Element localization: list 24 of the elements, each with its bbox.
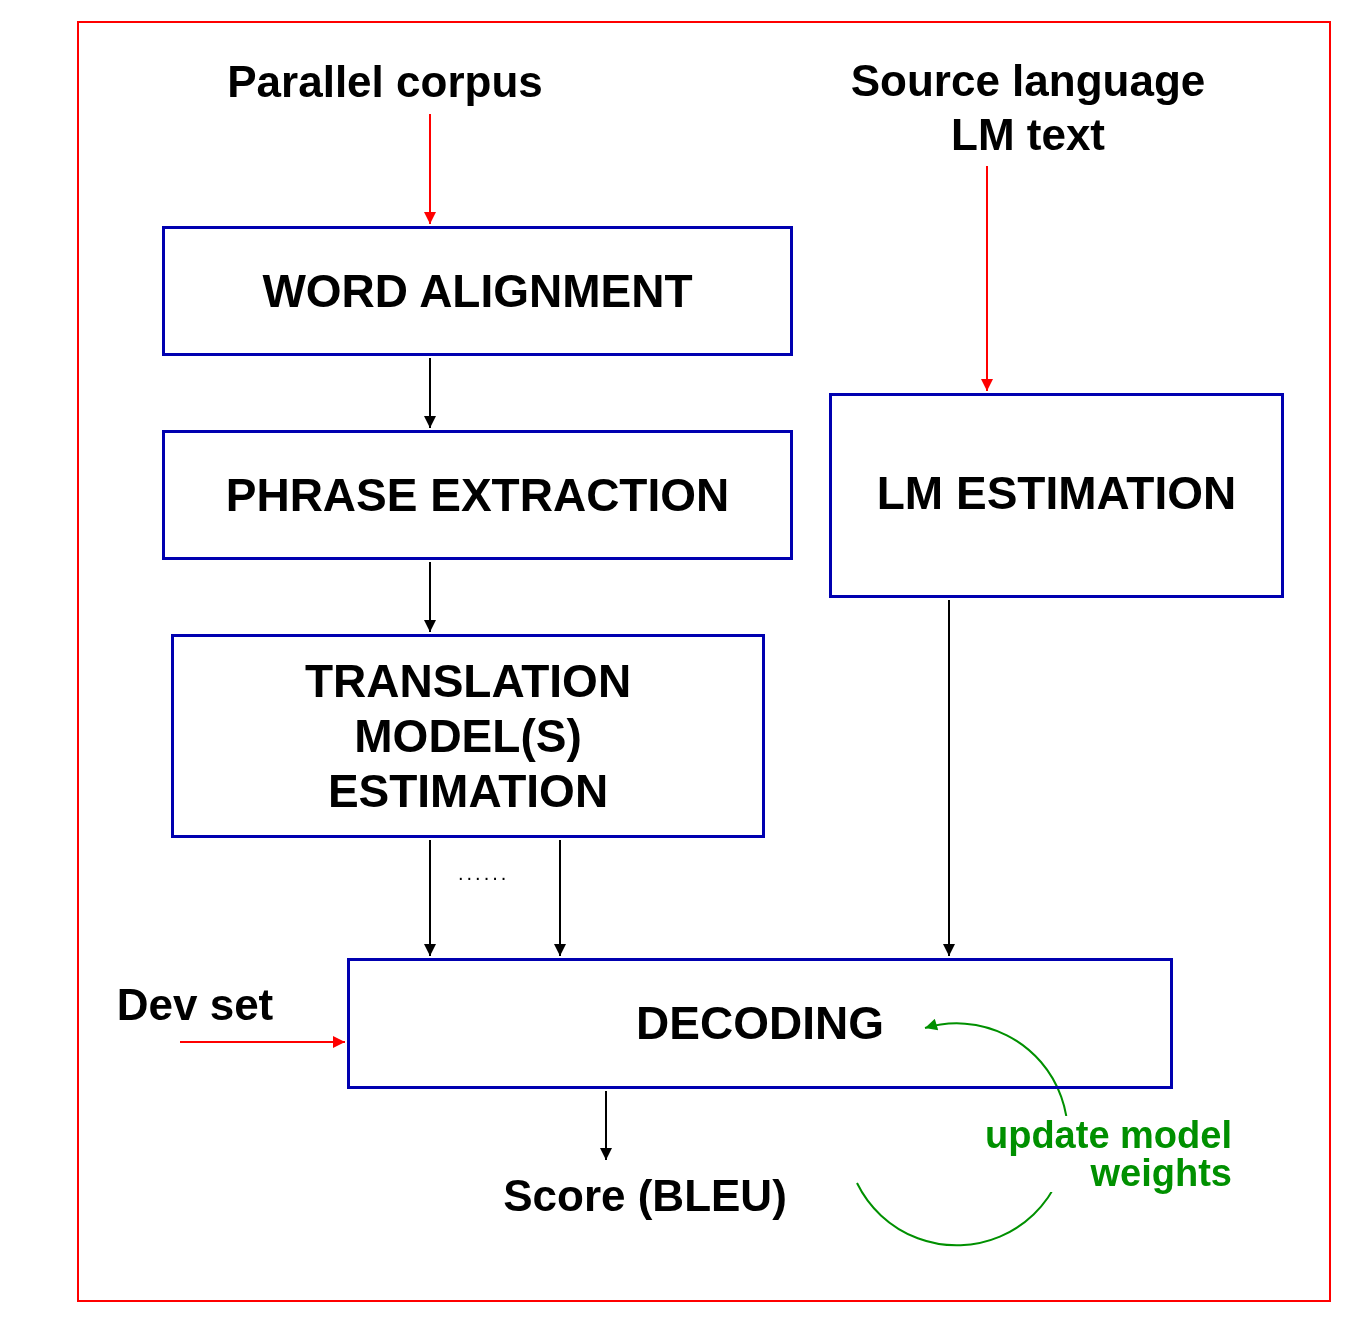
arrow: [424, 561, 436, 633]
process-box: [829, 393, 1284, 598]
box-label: LM ESTIMATION: [876, 466, 1237, 521]
arrow: [424, 357, 436, 429]
input-label: Score (BLEU): [503, 1170, 787, 1222]
arrow: [600, 1090, 612, 1161]
arrow: [179, 1036, 346, 1048]
box-label: PHRASE EXTRACTION: [225, 467, 730, 523]
ellipsis-text: ......: [458, 862, 510, 885]
process-box: [171, 634, 765, 838]
process-box: [162, 430, 793, 560]
input-label: Source language LM text: [849, 55, 1207, 161]
box-label: WORD ALIGNMENT: [262, 263, 693, 319]
arrow: [424, 113, 436, 225]
input-label: Dev set: [116, 979, 274, 1031]
input-label: Parallel corpus: [227, 56, 543, 108]
process-box: [347, 958, 1173, 1089]
box-label: DECODING: [636, 996, 884, 1051]
process-box: [162, 226, 793, 356]
arrow: [943, 599, 955, 957]
arrow: [554, 839, 566, 957]
arrow: [424, 839, 436, 957]
box-label: TRANSLATION MODEL(S) ESTIMATION: [303, 653, 633, 819]
arrow: [981, 165, 993, 392]
